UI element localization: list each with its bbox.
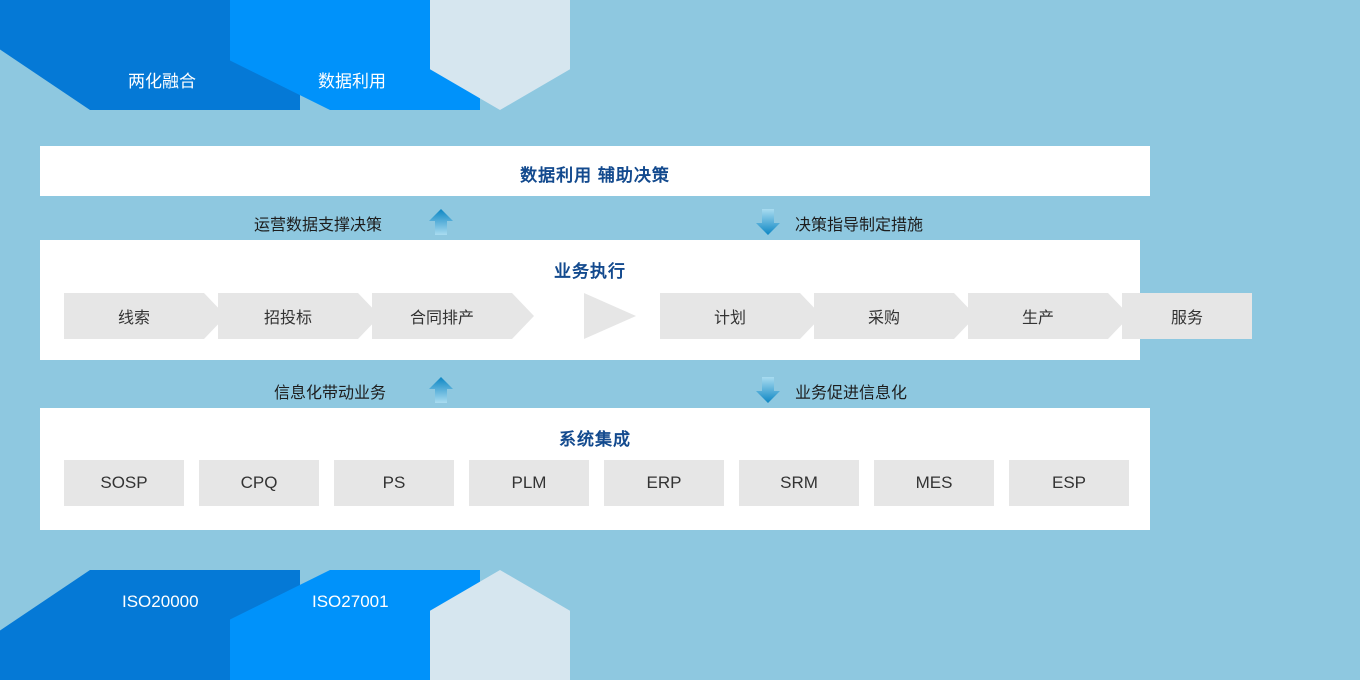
system-box-erp[interactable]: ERP — [604, 460, 724, 506]
exec-steps-left-group: 线索 招投标 合同排产 — [64, 293, 526, 339]
bottom-banner-label-1: ISO20000 — [122, 592, 199, 611]
arrow-up-icon-2 — [424, 373, 458, 407]
decision-panel-title: 数据利用 辅助决策 — [520, 166, 670, 185]
system-box-sosp[interactable]: SOSP — [64, 460, 184, 506]
exec-step-label: 线索 — [117, 310, 150, 327]
exec-step-caigou[interactable]: 采购 — [814, 293, 976, 339]
system-box-label: MES — [915, 473, 953, 492]
exec-step-shengchan[interactable]: 生产 — [968, 293, 1130, 339]
system-box-mes[interactable]: MES — [874, 460, 994, 506]
system-box-plm[interactable]: PLM — [469, 460, 589, 506]
system-box-cpq[interactable]: CPQ — [199, 460, 319, 506]
exec-step-hetongpaichan[interactable]: 合同排产 — [372, 293, 534, 339]
exec-step-fuwu[interactable]: 服务 — [1122, 293, 1252, 339]
system-box-label: PLM — [511, 473, 547, 492]
system-box-srm[interactable]: SRM — [739, 460, 859, 506]
exec-step-zhaotoubiao[interactable]: 招投标 — [218, 293, 380, 339]
arrow-label-down-2: 业务促进信息化 — [795, 385, 908, 402]
bottom-banner — [0, 570, 1360, 680]
arrow-up-icon-1 — [424, 205, 458, 239]
exec-step-jihua[interactable]: 计划 — [660, 293, 822, 339]
system-box-label: PS — [382, 473, 406, 492]
bottom-banner-label-2: ISO27001 — [312, 592, 389, 611]
arrow-label-up-2: 信息化带动业务 — [274, 385, 387, 402]
top-banner — [0, 0, 1360, 110]
exec-step-xiansuo[interactable]: 线索 — [64, 293, 226, 339]
decision-panel: 数据利用 辅助决策 — [40, 146, 1150, 196]
system-box-label: ERP — [646, 473, 682, 492]
exec-step-label: 计划 — [713, 310, 746, 327]
system-box-esp[interactable]: ESP — [1009, 460, 1129, 506]
system-box-label: SOSP — [100, 473, 148, 492]
system-box-ps[interactable]: PS — [334, 460, 454, 506]
system-box-label: CPQ — [240, 473, 278, 492]
system-integration-title: 系统集成 — [559, 430, 631, 449]
exec-step-leading-chevron-icon — [584, 293, 636, 339]
arrow-row-decision-exec: 运营数据支撑决策 — [0, 202, 1360, 242]
business-execution-title: 业务执行 — [554, 262, 626, 281]
exec-step-label: 采购 — [867, 310, 900, 327]
arrow-label-up-1: 运营数据支撑决策 — [254, 217, 383, 234]
system-box-label: ESP — [1051, 473, 1087, 492]
arrow-down-icon-2 — [751, 373, 785, 407]
top-banner-label-2: 数据利用 — [318, 72, 386, 91]
system-box-label: SRM — [780, 473, 818, 492]
exec-step-label: 生产 — [1021, 310, 1054, 327]
exec-step-label: 合同排产 — [409, 310, 474, 327]
arrow-down-icon-1 — [751, 205, 785, 239]
exec-step-label: 招投标 — [263, 310, 312, 327]
exec-steps-right-group: 计划 采购 生产 服务 — [584, 293, 1252, 339]
system-box-list: SOSP CPQ PS PLM ERP SRM MES ESP — [64, 460, 1129, 506]
arrow-label-down-1: 决策指导制定措施 — [795, 217, 924, 234]
arrow-row-exec-system: 信息化带动业务 — [0, 370, 1360, 410]
top-banner-label-1: 两化融合 — [128, 72, 196, 91]
exec-step-label: 服务 — [1170, 310, 1203, 327]
